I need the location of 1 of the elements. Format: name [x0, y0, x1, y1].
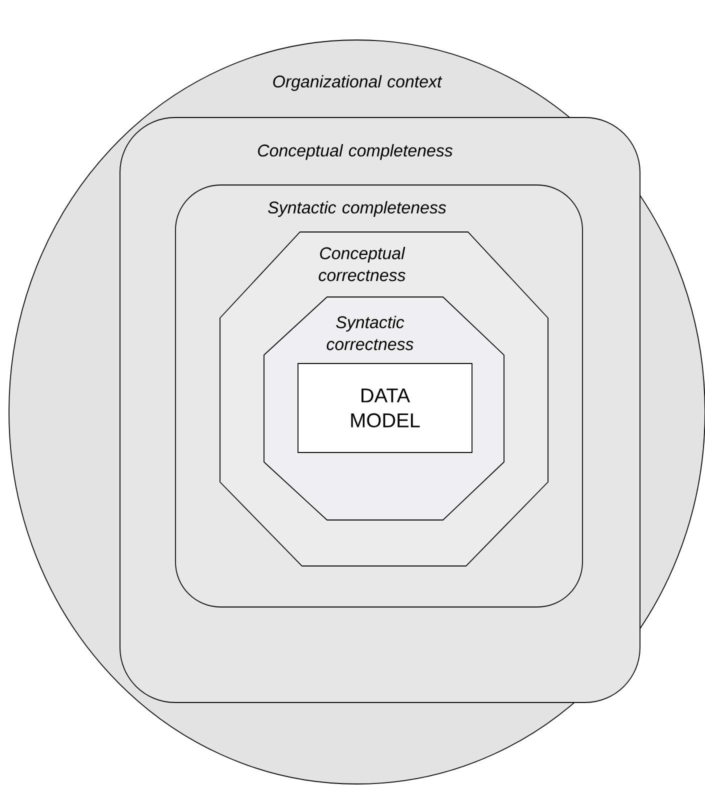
data-model-box: DATA MODEL: [298, 363, 472, 453]
